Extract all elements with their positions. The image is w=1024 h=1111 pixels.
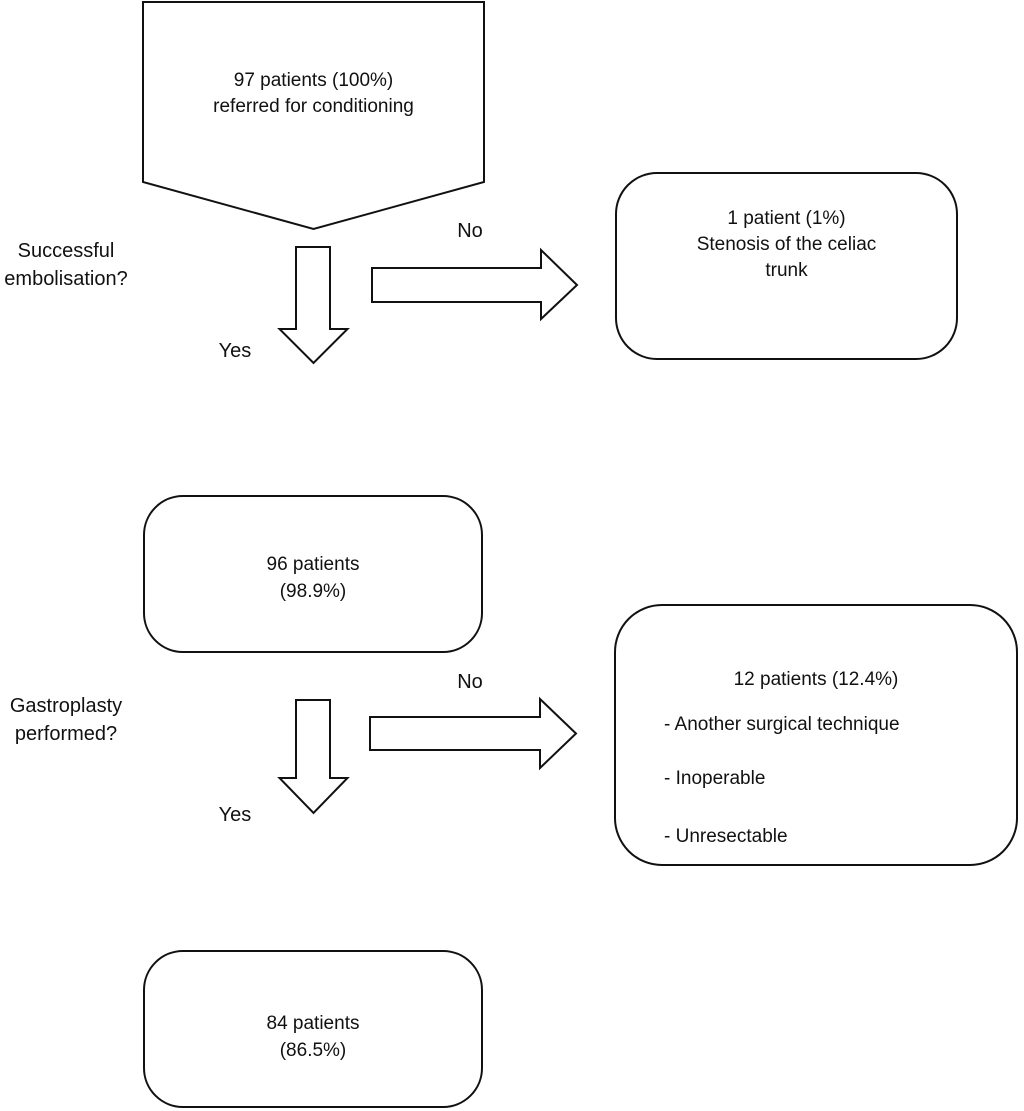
question1-yes-label: Yes bbox=[218, 340, 252, 362]
referral-node-text: 97 patients (100%) referred for conditio… bbox=[143, 68, 484, 120]
gastroplasty-line-2: (86.5%) bbox=[279, 1040, 347, 1061]
question1-no-label: No bbox=[457, 220, 483, 242]
right-arrow-icon bbox=[371, 247, 579, 322]
gastroplasty-node-text: 84 patients (86.5%) bbox=[145, 1010, 481, 1064]
referral-line-1: 97 patients (100%) bbox=[233, 70, 394, 91]
question-embolisation-label: Successful embolisation? bbox=[0, 237, 132, 293]
not-gastroplasty-bullet-2: - Inoperable bbox=[664, 768, 766, 789]
gastroplasty-line-1: 84 patients bbox=[266, 1013, 360, 1034]
question-embolisation-line-2: embolisation? bbox=[4, 268, 128, 290]
embolised-line-1: 96 patients bbox=[266, 554, 360, 575]
stenosis-line-3: trunk bbox=[765, 260, 808, 281]
right-arrow-icon bbox=[369, 696, 578, 771]
referral-pentagon-node bbox=[142, 1, 485, 231]
embolised-node: 96 patients (98.9%) bbox=[143, 495, 483, 653]
stenosis-line-2: Stenosis of the celiac bbox=[696, 234, 877, 255]
down-arrow-icon bbox=[277, 246, 350, 365]
not-gastroplasty-title: 12 patients (12.4%) bbox=[733, 669, 899, 690]
question-gastroplasty-line-1: Gastroplasty bbox=[9, 695, 123, 717]
question-gastroplasty-line-2: performed? bbox=[14, 723, 118, 745]
down-arrow-icon bbox=[277, 699, 350, 815]
referral-line-2: referred for conditioning bbox=[213, 96, 414, 117]
embolised-node-text: 96 patients (98.9%) bbox=[145, 551, 481, 605]
not-gastroplasty-node: 12 patients (12.4%) - Another surgical t… bbox=[614, 604, 1018, 866]
stenosis-node: 1 patient (1%) Stenosis of the celiac tr… bbox=[615, 172, 958, 360]
gastroplasty-node: 84 patients (86.5%) bbox=[143, 950, 483, 1108]
not-gastroplasty-bullet-3: - Unresectable bbox=[664, 826, 788, 847]
embolised-line-2: (98.9%) bbox=[279, 581, 347, 602]
stenosis-node-text: 1 patient (1%) Stenosis of the celiac tr… bbox=[617, 206, 956, 284]
question-gastroplasty-label: Gastroplasty performed? bbox=[0, 692, 132, 748]
question2-yes-label: Yes bbox=[218, 804, 252, 826]
not-gastroplasty-bullet-1: - Another surgical technique bbox=[664, 714, 900, 735]
stenosis-line-1: 1 patient (1%) bbox=[727, 208, 846, 229]
question2-no-label: No bbox=[457, 671, 483, 693]
question-embolisation-line-1: Successful bbox=[17, 240, 115, 262]
